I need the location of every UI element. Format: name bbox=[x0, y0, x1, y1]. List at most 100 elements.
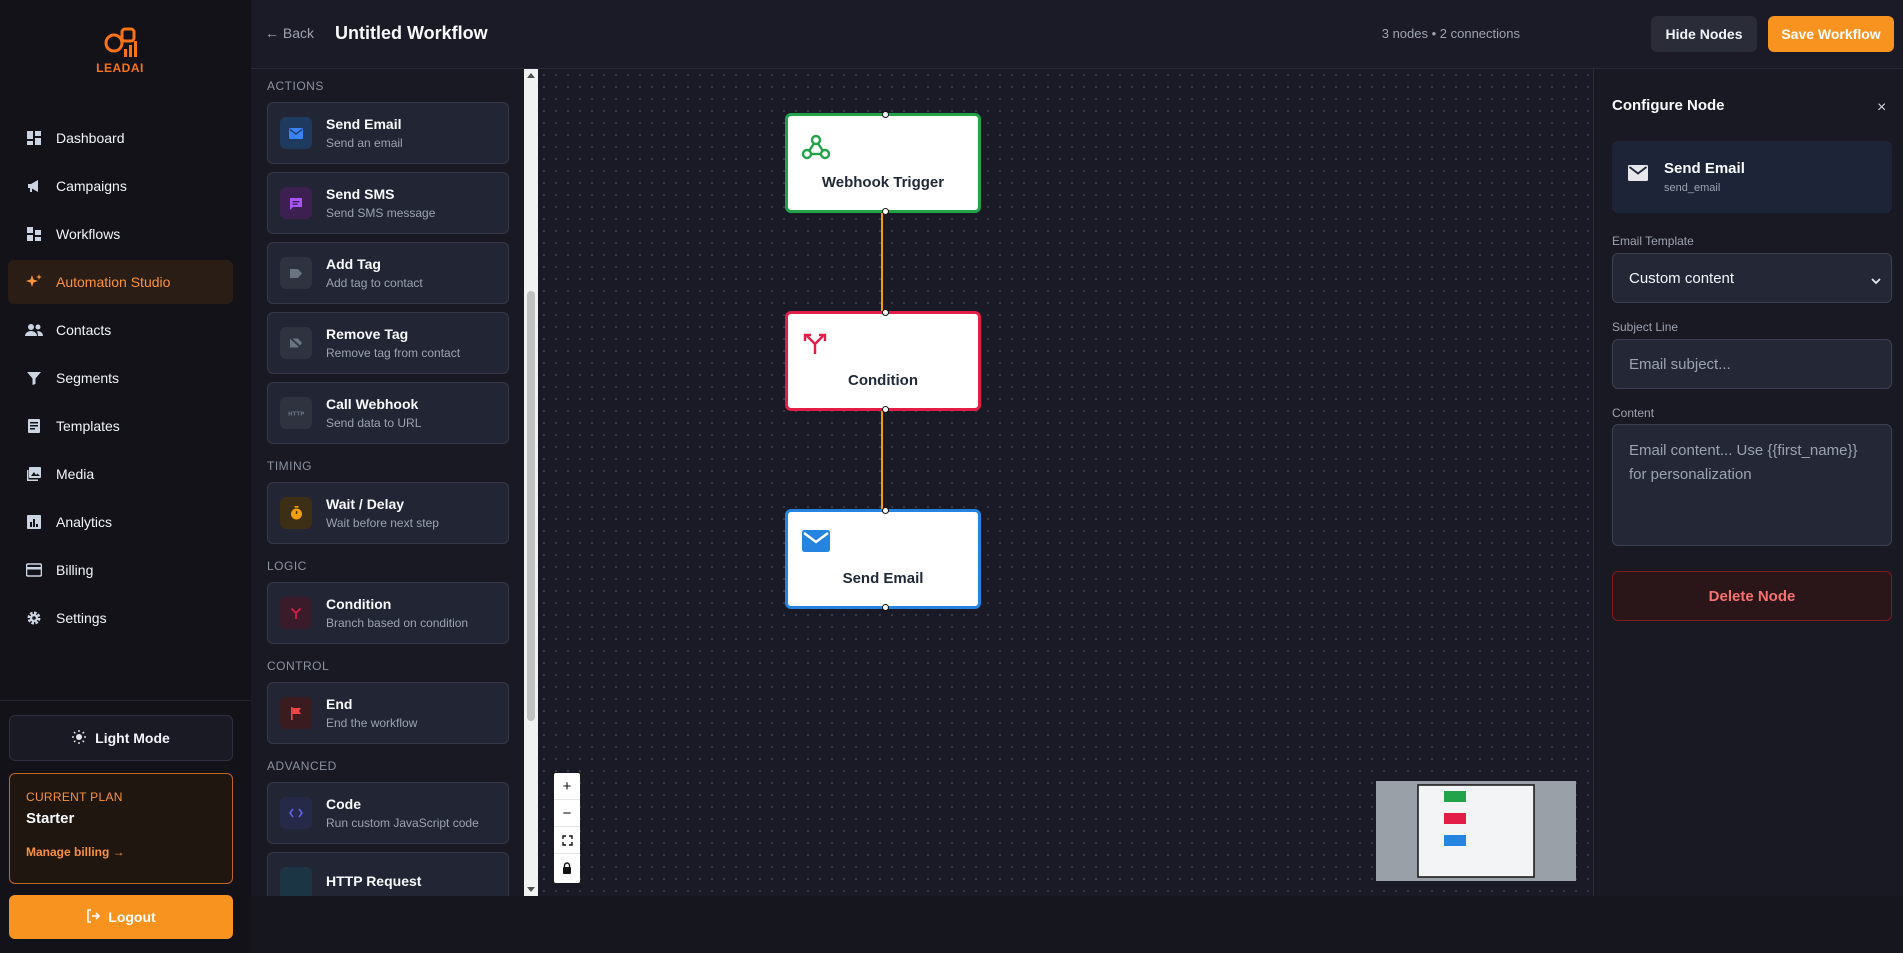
sidebar-item-analytics[interactable]: Analytics bbox=[8, 500, 233, 544]
palette-item-send-sms[interactable]: Send SMS Send SMS message bbox=[267, 172, 509, 234]
palette-item-name: Remove Tag bbox=[326, 326, 409, 342]
image-icon bbox=[24, 464, 44, 484]
sidebar-bottom: Light Mode CURRENT PLAN Starter Manage b… bbox=[0, 700, 251, 953]
sidebar-item-contacts[interactable]: Contacts bbox=[8, 308, 233, 352]
edge-condition-email[interactable] bbox=[881, 410, 883, 575]
email-template-select[interactable]: Custom content bbox=[1612, 253, 1892, 303]
message-icon bbox=[280, 187, 312, 219]
palette-item-name: End bbox=[326, 696, 353, 712]
back-link[interactable]: ← Back bbox=[265, 25, 315, 41]
sidebar-item-billing[interactable]: Billing bbox=[8, 548, 233, 592]
sidebar-item-label: Segments bbox=[56, 370, 120, 386]
palette-item-desc: Wait before next step bbox=[326, 516, 439, 530]
palette-item-name: Send SMS bbox=[326, 186, 395, 202]
brand-name: LEADAI bbox=[96, 61, 144, 75]
fit-view-icon bbox=[561, 834, 573, 846]
minimap[interactable] bbox=[1376, 781, 1576, 881]
node-input-handle[interactable] bbox=[882, 507, 889, 514]
logout-button[interactable]: Logout bbox=[9, 895, 233, 939]
node-send-email[interactable]: Send Email bbox=[785, 507, 981, 611]
sidebar-item-segments[interactable]: Segments bbox=[8, 356, 233, 400]
sparkles-icon bbox=[24, 272, 44, 292]
manage-billing-link[interactable]: Manage billing → bbox=[26, 845, 125, 859]
workflow-title[interactable]: Untitled Workflow bbox=[335, 23, 488, 43]
light-mode-button[interactable]: Light Mode bbox=[9, 715, 233, 761]
sidebar-item-campaigns[interactable]: Campaigns bbox=[8, 164, 233, 208]
canvas-controls: + − bbox=[554, 773, 580, 883]
node-output-handle[interactable] bbox=[882, 406, 889, 413]
palette-item-name: HTTP Request bbox=[326, 873, 422, 889]
save-workflow-button[interactable]: Save Workflow bbox=[1768, 16, 1894, 52]
workflow-canvas[interactable]: Webhook Trigger Condition Send Email + − bbox=[538, 69, 1593, 896]
code-icon bbox=[280, 797, 312, 829]
filter-icon bbox=[24, 368, 44, 388]
lock-button[interactable] bbox=[554, 854, 580, 881]
close-icon[interactable]: × bbox=[1877, 99, 1887, 116]
scroll-up-arrow-icon[interactable] bbox=[527, 73, 535, 78]
scroll-down-arrow-icon[interactable] bbox=[527, 887, 535, 892]
chart-icon bbox=[24, 512, 44, 532]
palette-item-http-request[interactable]: HTTP Request bbox=[267, 852, 509, 896]
current-plan-card: CURRENT PLAN Starter Manage billing → bbox=[9, 773, 233, 884]
scroll-thumb[interactable] bbox=[527, 291, 535, 721]
sidebar-item-label: Templates bbox=[56, 418, 120, 434]
webhook-icon bbox=[801, 134, 831, 165]
edge-trigger-condition[interactable] bbox=[881, 212, 883, 377]
sidebar-item-templates[interactable]: Templates bbox=[8, 404, 233, 448]
fit-view-button[interactable] bbox=[554, 827, 580, 854]
hide-nodes-button[interactable]: Hide Nodes bbox=[1651, 16, 1757, 52]
node-webhook-trigger[interactable]: Webhook Trigger bbox=[785, 111, 981, 215]
palette-item-desc: Send an email bbox=[326, 136, 403, 150]
palette-item-name: Add Tag bbox=[326, 256, 381, 272]
palette-item-name: Wait / Delay bbox=[326, 496, 405, 512]
section-title-control: CONTROL bbox=[267, 659, 330, 673]
node-output-handle[interactable] bbox=[882, 604, 889, 611]
sidebar: LEADAI Dashboard Campaigns Workflows Aut… bbox=[0, 0, 251, 953]
lock-icon bbox=[563, 861, 571, 874]
plan-name: Starter bbox=[26, 810, 75, 827]
sidebar-item-workflows[interactable]: Workflows bbox=[8, 212, 233, 256]
node-condition[interactable]: Condition bbox=[785, 309, 981, 413]
sidebar-item-settings[interactable]: Settings bbox=[8, 596, 233, 640]
delete-node-button[interactable]: Delete Node bbox=[1612, 571, 1892, 621]
sidebar-item-automation-studio[interactable]: Automation Studio bbox=[8, 260, 233, 304]
sidebar-item-label: Analytics bbox=[56, 514, 113, 530]
sun-icon bbox=[72, 729, 87, 747]
branch-icon bbox=[802, 332, 828, 363]
subject-line-input[interactable]: Email subject... bbox=[1612, 339, 1892, 389]
sidebar-item-label: Media bbox=[56, 466, 95, 482]
node-input-handle[interactable] bbox=[882, 309, 889, 316]
sidebar-item-label: Workflows bbox=[56, 226, 121, 242]
node-input-handle[interactable] bbox=[882, 111, 889, 118]
sidebar-item-label: Automation Studio bbox=[56, 274, 171, 290]
content-textarea[interactable]: Email content... Use {{first_name}} for … bbox=[1612, 424, 1892, 546]
palette-item-name: Send Email bbox=[326, 116, 402, 132]
palette-item-name: Code bbox=[326, 796, 361, 812]
sidebar-item-label: Billing bbox=[56, 562, 94, 578]
selected-node-type: send_email bbox=[1664, 182, 1721, 194]
sidebar-item-dashboard[interactable]: Dashboard bbox=[8, 116, 233, 160]
palette-item-desc: Send SMS message bbox=[326, 206, 436, 220]
sidebar-item-media[interactable]: Media bbox=[8, 452, 233, 496]
chevron-down-icon bbox=[1871, 272, 1881, 289]
mail-icon bbox=[280, 117, 312, 149]
node-output-handle[interactable] bbox=[882, 208, 889, 215]
palette-scrollbar[interactable] bbox=[524, 69, 538, 896]
brand-logo[interactable]: LEADAI bbox=[85, 25, 155, 81]
mail-icon bbox=[1628, 165, 1648, 186]
zoom-in-button[interactable]: + bbox=[554, 773, 580, 800]
svg-text:HTTP: HTTP bbox=[288, 412, 304, 417]
sidebar-item-label: Contacts bbox=[56, 322, 112, 338]
zoom-out-button[interactable]: − bbox=[554, 800, 580, 827]
